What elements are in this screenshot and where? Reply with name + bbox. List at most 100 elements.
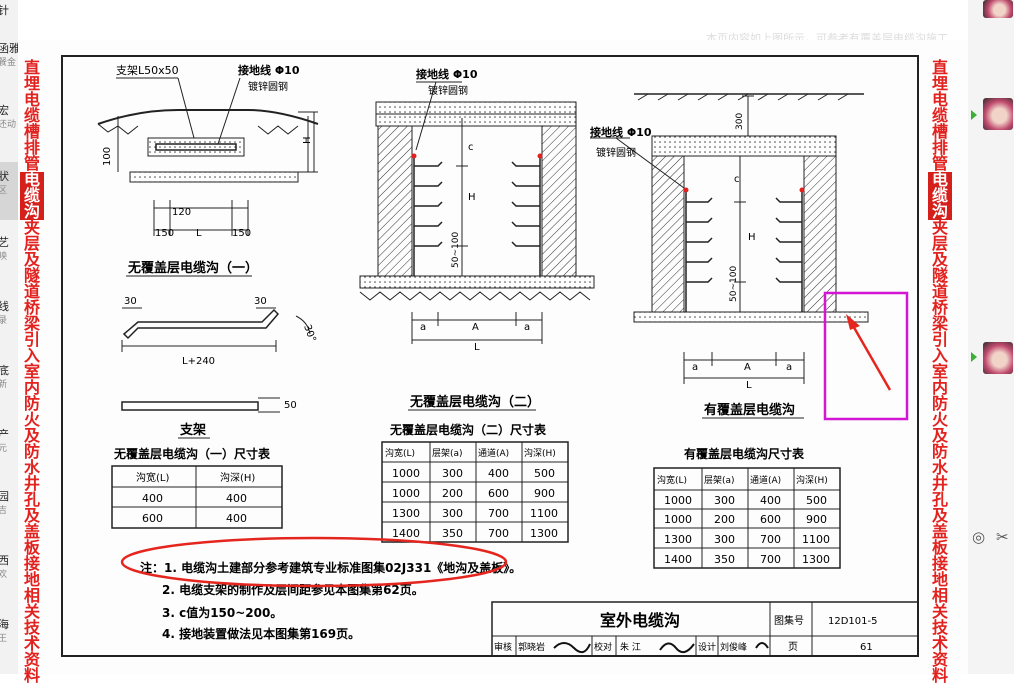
avatar[interactable]: [983, 98, 1013, 130]
chat-list-item[interactable]: 产元: [0, 428, 9, 454]
table2-cell: 1300: [530, 527, 558, 540]
reviewer-name: 郭晓岩: [518, 641, 545, 653]
avatar[interactable]: [983, 0, 1013, 18]
side-title-right: 直埋电缆槽排管电缆沟夹层及隧道桥梁引入室内防火及防水井孔及盖板接地相关技术资料: [928, 60, 952, 684]
side-title-char: 地: [931, 570, 948, 589]
table1-caption: 无覆盖层电缆沟（一）尺寸表: [113, 446, 271, 461]
design-label: 设计: [698, 641, 716, 653]
avatar[interactable]: [983, 342, 1013, 374]
table2-cell: 700: [488, 507, 509, 520]
angle-30: 30°: [301, 323, 317, 343]
side-title-char: 接: [931, 554, 948, 573]
chat-list-item[interactable]: 海王: [0, 618, 9, 644]
side-title-char: 相: [23, 586, 40, 605]
table3-header: 通道(A): [750, 474, 781, 486]
table2-headers: 沟宽(L) 层架(a) 通道(A) 沟深(H): [385, 447, 556, 459]
table2-cell: 700: [488, 527, 509, 540]
bubble-pointer-icon: [971, 352, 977, 362]
chat-list-item[interactable]: 艺映: [0, 236, 9, 262]
side-title-char: 道: [23, 282, 40, 301]
reviewer-signature: [553, 642, 591, 654]
dim-h: H: [748, 232, 756, 243]
chat-list-item[interactable]: 线录: [0, 300, 9, 326]
side-title-char: 水: [23, 458, 40, 477]
diagram3-title: 有覆盖层电缆沟: [704, 402, 795, 418]
bracket-label: 支架L50x50: [116, 64, 179, 77]
side-title-char: 盖: [931, 522, 948, 541]
note-1: 注：1. 电缆沟土建部分参考建筑专业标准图集02J331《地沟及盖板》。: [140, 560, 521, 575]
side-title-char: 电: [928, 172, 952, 188]
table1-header: 沟深(H): [220, 471, 255, 484]
table3-cell: 350: [714, 553, 735, 566]
note-4: 4. 接地装置做法见本图集第169页。: [162, 626, 360, 641]
table2-cell: 500: [534, 467, 555, 480]
table-uncovered-1: 无覆盖层电缆沟（一）尺寸表 沟宽(L) 沟深(H) 400 400 600 40…: [111, 446, 283, 529]
table-covered: 有覆盖层电缆沟尺寸表 沟宽(L) 层架(a) 通道(A) 沟深(H) 1000 …: [653, 446, 841, 569]
dim-l-240: L+240: [182, 356, 215, 367]
side-title-char: 水: [931, 458, 948, 477]
side-title-char: 沟: [928, 204, 952, 220]
side-title-char: 内: [931, 378, 948, 397]
table1-header: 沟宽(L): [136, 471, 169, 484]
dim-50: 50: [284, 400, 297, 411]
side-title-char: 电: [23, 90, 40, 109]
side-title-char: 入: [931, 346, 948, 365]
dim-120: 120: [172, 207, 191, 218]
table2-cell: 1400: [392, 527, 420, 540]
table2-header: 层架(a): [432, 448, 463, 459]
drawing-title: 室外电缆沟: [600, 611, 680, 630]
side-title-char: 火: [23, 410, 40, 429]
diagram-bracket: 30 30 30° L+240 50 支架: [121, 296, 318, 439]
side-title-char: 孔: [23, 490, 40, 509]
side-title-char: 火: [931, 410, 948, 429]
ground-label: 接地线 Φ10: [416, 67, 478, 81]
review-label: 审核: [494, 641, 512, 653]
chat-list-item[interactable]: 西欢: [0, 554, 9, 580]
table3-cell: 1400: [664, 553, 692, 566]
side-title-char: 防: [931, 442, 948, 461]
table2-cell: 200: [442, 487, 463, 500]
dim-A: A: [472, 322, 479, 333]
emoji-icon[interactable]: ◎: [972, 528, 986, 546]
side-title-char: 管: [23, 154, 40, 173]
side-title-char: 直: [23, 58, 40, 77]
table3-cell: 1300: [802, 553, 830, 566]
side-title-char: 梁: [23, 314, 40, 333]
chat-list-item[interactable]: 针: [0, 4, 9, 17]
table2-cell: 300: [442, 507, 463, 520]
table3-header: 沟宽(L): [657, 474, 687, 486]
side-title-char: 缆: [928, 188, 952, 204]
table2-cell: 1100: [530, 507, 558, 520]
dim-a-left: a: [692, 362, 698, 373]
side-title-char: 夹: [23, 218, 40, 237]
side-title-char: 关: [23, 602, 40, 621]
dim-100: 100: [102, 147, 113, 166]
chat-list-item[interactable]: 底新: [0, 364, 9, 390]
table3-cell: 500: [806, 494, 827, 507]
chat-list-item[interactable]: 函雅餐金: [0, 42, 18, 68]
side-title-char: 直: [931, 58, 948, 77]
table3-caption: 有覆盖层电缆沟尺寸表: [684, 446, 805, 461]
table3-cell: 300: [714, 533, 735, 546]
dim-30-right: 30: [254, 296, 267, 307]
chat-list-item[interactable]: 宏还动: [0, 104, 17, 130]
check-label: 校对: [594, 641, 612, 653]
side-title-char: 电: [931, 90, 948, 109]
ground-label: 接地线 Φ10: [590, 125, 652, 139]
chat-list-item[interactable]: 园吉: [0, 490, 9, 516]
dim-a-right: a: [786, 362, 792, 373]
designer-name: 刘俊峰: [720, 641, 747, 653]
side-title-char: 室: [23, 362, 40, 381]
bracket-title: 支架: [179, 422, 206, 438]
table-uncovered-2: 无覆盖层电缆沟（二）尺寸表 沟宽(L) 层架(a) 通道(A) 沟深(H) 10…: [381, 422, 569, 543]
chat-list-panel: 针 函雅餐金 宏还动 状区 艺映 线录 底新 产元 园吉 西欢 海王: [0, 0, 18, 674]
side-title-char: 术: [23, 634, 40, 653]
diagram1-title: 无覆盖层电缆沟（一）: [127, 260, 258, 276]
chat-list-item-selected[interactable]: 状区: [0, 162, 18, 220]
side-title-char: 技: [23, 618, 40, 637]
side-title-char: 及: [23, 506, 40, 525]
checker-name: 朱 江: [620, 641, 641, 653]
scissors-icon[interactable]: ✂: [996, 528, 1009, 546]
table2-cell: 400: [488, 467, 509, 480]
table1-cell: 400: [226, 492, 247, 505]
